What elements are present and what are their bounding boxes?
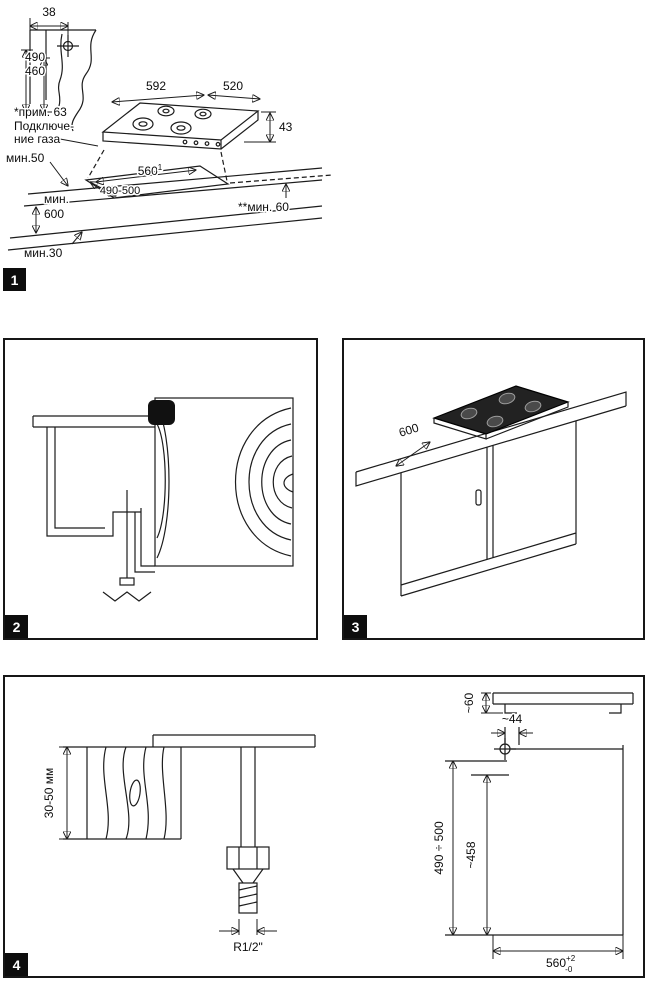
cutout-dimension-lines — [453, 733, 624, 959]
seal-gasket — [148, 400, 175, 425]
panel-3-cabinet-view: 600 3 — [342, 338, 645, 640]
gas-note-line2: ние газа — [14, 132, 60, 146]
dim-592-label: 592 — [146, 79, 166, 93]
gas-pipe-fitting — [226, 747, 270, 914]
min-600-label-line1: мин. — [44, 192, 69, 206]
door-handle — [475, 489, 482, 506]
cutout-plan-lines — [445, 727, 624, 936]
hob-perspective — [101, 102, 260, 150]
dim-520-label: 520 — [223, 79, 243, 93]
min-60-label: **мин. 60 — [238, 200, 289, 214]
wall-section — [29, 29, 97, 132]
counter-depth-dim — [396, 442, 430, 466]
cabinet-front — [400, 421, 577, 597]
hob-edge-profile — [32, 400, 175, 428]
min-50-label: мин.50 — [6, 151, 45, 165]
profile-height-dim — [481, 692, 503, 714]
dim-490-500-label: 490-500 — [100, 185, 140, 197]
panel-1-installation-dimensions: 38 490 460 592 520 43 *прим. 63 Подключе… — [0, 0, 648, 300]
panel-4-number-badge: 4 — [5, 953, 28, 976]
panel-1-number-badge: 1 — [3, 268, 26, 291]
dim-60-label: ~60 — [462, 692, 476, 713]
gas-thread-dim — [219, 919, 277, 935]
min-30-label: мин.30 — [24, 246, 63, 260]
worktop-crosssection — [63, 734, 316, 840]
panel-2-number-badge: 2 — [5, 615, 28, 638]
panel-1-dimension-lines — [20, 18, 286, 245]
dim-38-label: 38 — [42, 5, 56, 19]
panel-4-drawing: 30-50 мм R1/2" ~60 — [41, 691, 634, 976]
panel-2-fixing-detail: 2 — [3, 338, 318, 640]
panel-3-drawing: 600 — [355, 385, 627, 597]
hob-on-counter — [432, 385, 570, 440]
dim-460-label: 460 — [25, 64, 45, 78]
worktop-section — [154, 397, 294, 567]
panel-2-drawing — [32, 397, 294, 602]
min-600-label-line2: 600 — [44, 207, 64, 221]
gas-note-line1: Подключе- — [14, 119, 74, 133]
dim-44-label: ~44 — [502, 712, 523, 726]
dim-490-500-label: 490 ÷ 500 — [432, 821, 446, 875]
dim-600-label: 600 — [397, 420, 421, 439]
counter-slab — [355, 391, 627, 487]
thickness-dim — [59, 746, 87, 840]
hob-side-profile — [492, 692, 634, 714]
hob-body-section — [46, 427, 141, 537]
panel-1-drawing: 38 490 460 592 520 43 *прим. 63 Подключе… — [5, 4, 333, 262]
dim-560-label: 5601 — [138, 163, 163, 178]
dim-490-label: 490 — [25, 50, 45, 64]
gas-connection-point-icon — [57, 35, 79, 57]
panel-4-cutout-dimensions: 30-50 мм R1/2" ~60 — [3, 675, 645, 978]
dim-r12-label: R1/2" — [233, 940, 263, 954]
dim-43-label: 43 — [279, 120, 293, 134]
dim-458-label: ~458 — [464, 841, 478, 868]
dim-560-label: 560+2-0 — [546, 954, 576, 974]
dim-30-50-label: 30-50 мм — [42, 768, 56, 819]
mounting-clamp — [102, 490, 155, 602]
panel-3-number-badge: 3 — [344, 615, 367, 638]
note-approx-63: *прим. 63 — [14, 105, 67, 119]
